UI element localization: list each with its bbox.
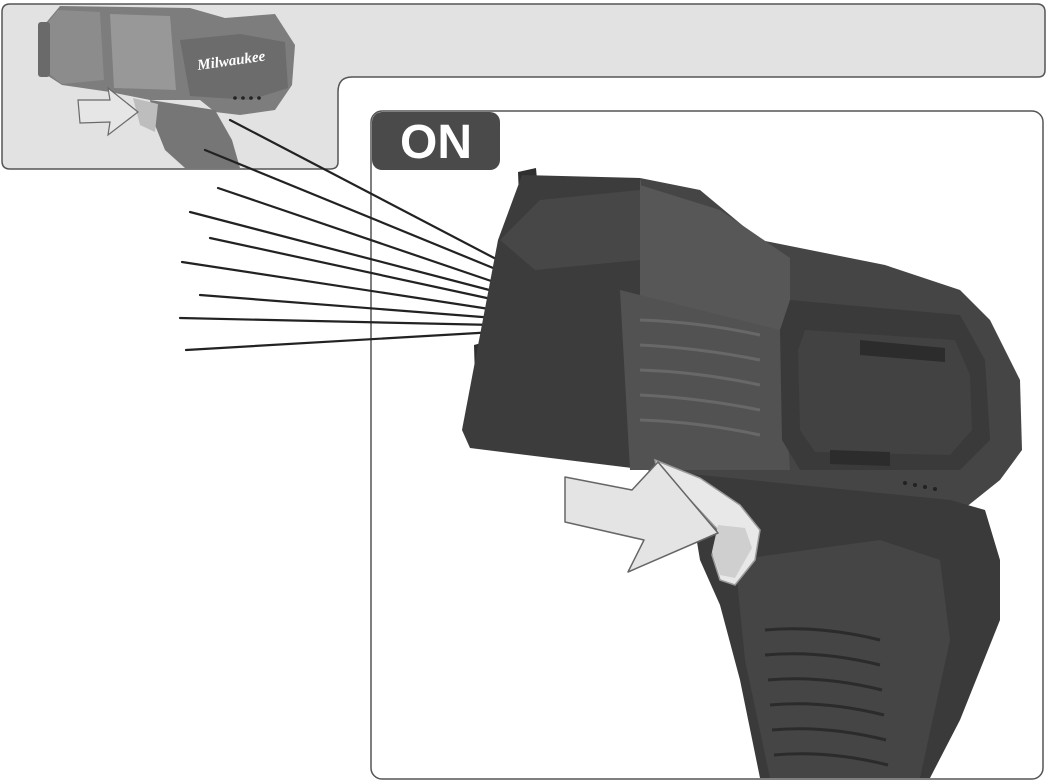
on-badge: ON bbox=[372, 112, 500, 170]
on-badge-label: ON bbox=[400, 116, 472, 169]
